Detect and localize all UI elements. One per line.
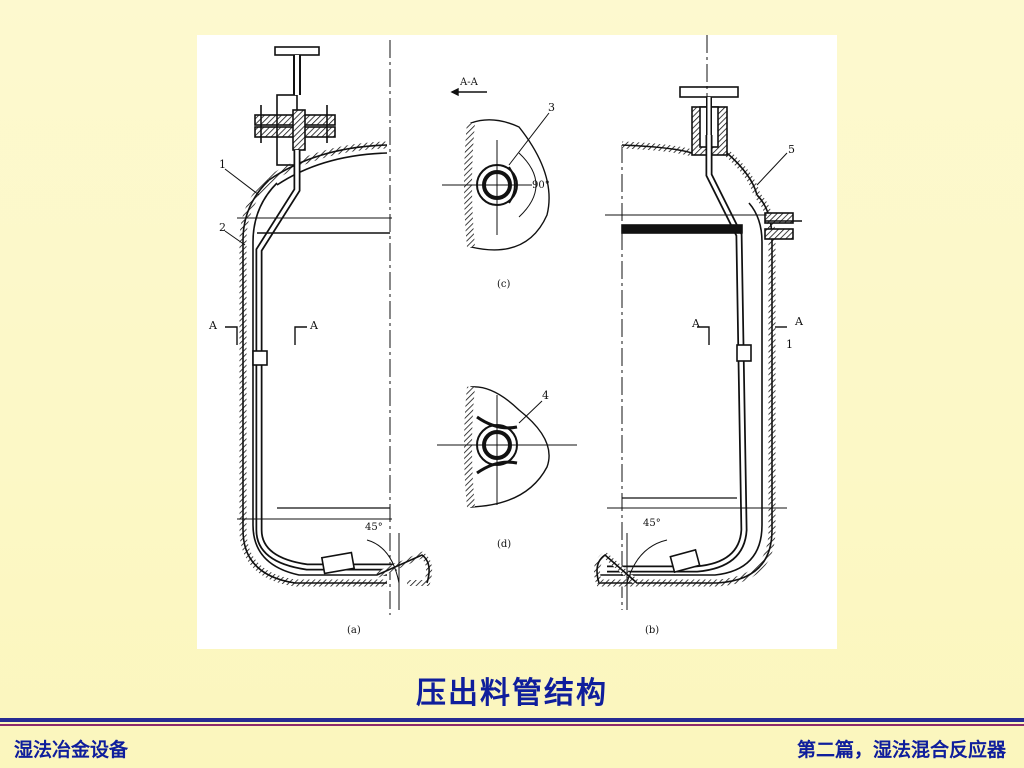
part-label-4: 4 <box>542 389 549 402</box>
slide-title: 压出料管结构 <box>416 676 608 711</box>
part-label-5: 5 <box>788 143 795 156</box>
section-marker-b-left: A <box>691 317 701 330</box>
part-label-2: 2 <box>219 221 226 234</box>
marker-1-right: 1 <box>786 338 793 351</box>
section-title-a-a: A-A <box>459 77 479 88</box>
subfigure-label-c: (c) <box>497 279 511 290</box>
footer-chapter-name: 第二篇，湿法混合反应器 <box>796 739 1006 761</box>
subfigure-label-d: (d) <box>497 539 511 550</box>
engineering-drawing: 1 2 A A 45° (a) A-A 3 90° (c) <box>208 35 804 636</box>
angle-label-45-a: 45° <box>365 522 383 533</box>
section-detail-d <box>437 386 577 508</box>
angle-label-90: 90° <box>532 180 550 191</box>
drawing-panel: 1 2 A A 45° (a) A-A 3 90° (c) <box>197 35 837 649</box>
footer-divider <box>0 718 1024 722</box>
vessel-b <box>594 35 802 610</box>
subfigure-label-b: (b) <box>645 625 659 636</box>
subfigure-label-a: (a) <box>347 625 361 636</box>
section-detail-c <box>442 87 550 251</box>
vessel-a <box>224 40 433 615</box>
section-marker-b-right: A <box>794 315 804 328</box>
footer-course-name: 湿法冶金设备 <box>14 739 129 761</box>
section-marker-a-left: A <box>208 319 218 332</box>
angle-label-45-b: 45° <box>643 518 661 529</box>
section-marker-a-right: A <box>309 319 319 332</box>
part-label-3: 3 <box>548 101 555 114</box>
footer-divider-accent <box>0 724 1024 726</box>
part-label-1: 1 <box>219 158 226 171</box>
